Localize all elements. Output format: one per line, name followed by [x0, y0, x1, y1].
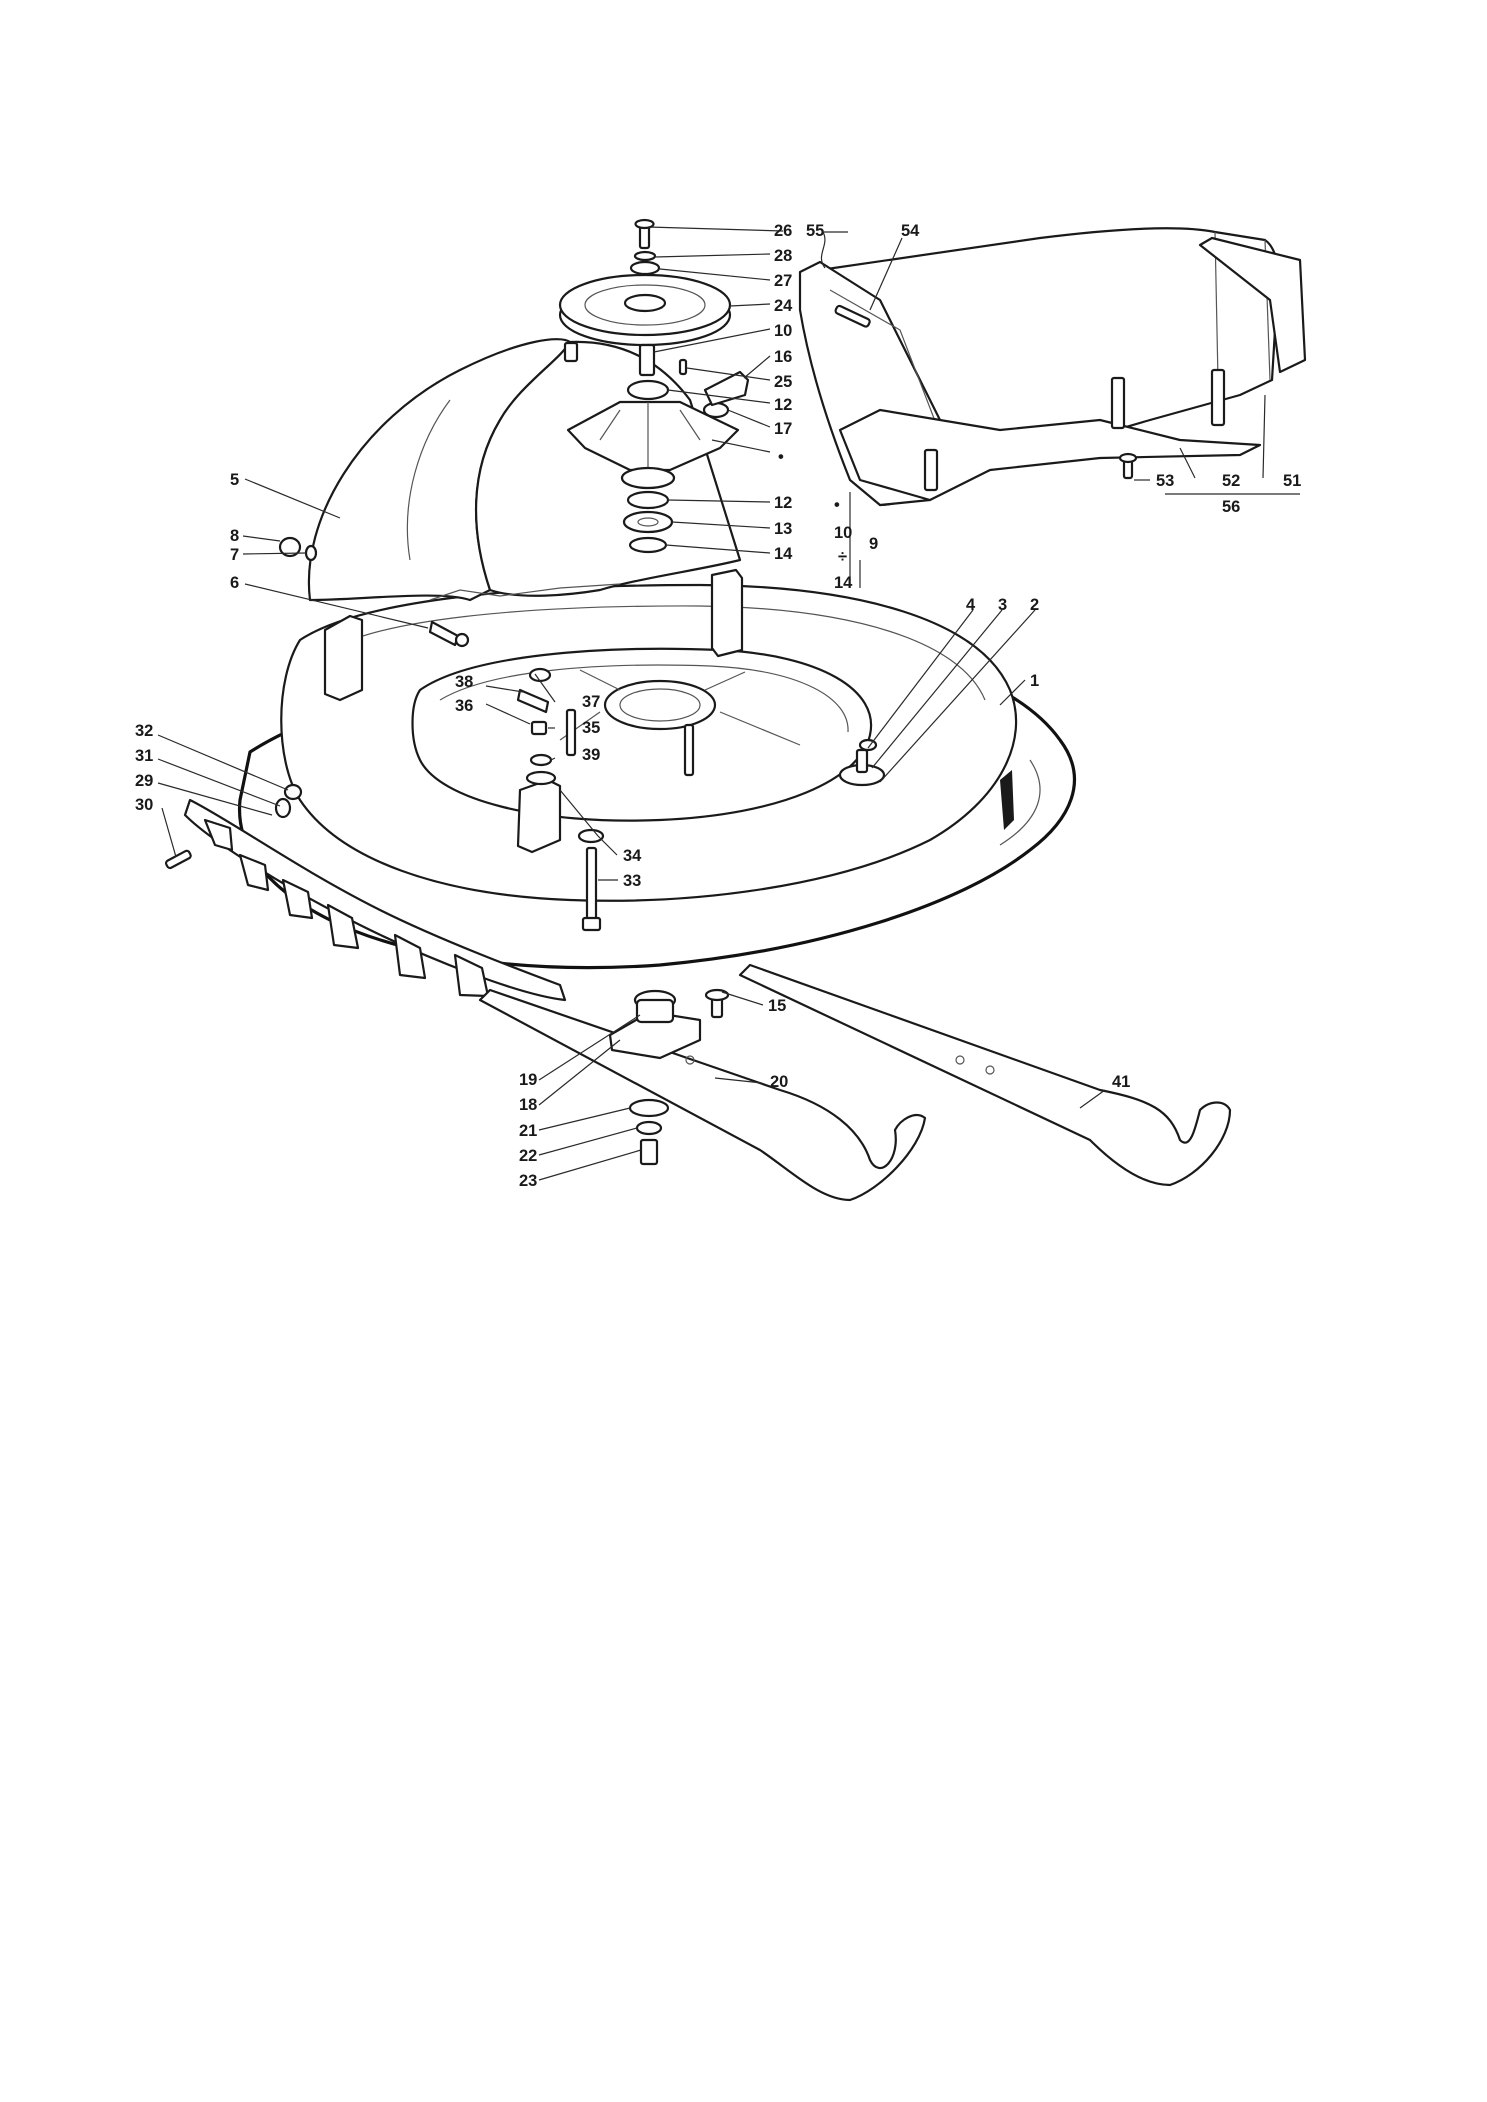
- label-36: 36: [455, 697, 473, 715]
- callout-labels: 26 28 27 24 10 16 25 12 17 • 12 13 14 5 …: [135, 222, 1301, 1190]
- label-17: 17: [774, 420, 792, 438]
- hardware-parts: [164, 667, 730, 1019]
- label-6: 6: [230, 574, 239, 592]
- label-10-top: 10: [774, 322, 792, 340]
- label-56: 56: [1222, 498, 1240, 516]
- label-54: 54: [901, 222, 920, 240]
- deck-housing: [237, 568, 1076, 970]
- label-51: 51: [1283, 472, 1301, 490]
- leader-lines: [157, 226, 1300, 1181]
- label-53: 53: [1156, 472, 1174, 490]
- label-9: 9: [869, 535, 878, 553]
- label-12-lower: 12: [774, 494, 792, 512]
- label-bullet-spindle: •: [778, 448, 784, 466]
- label-25: 25: [774, 373, 792, 391]
- blades: [478, 963, 1232, 1202]
- label-22: 22: [519, 1147, 537, 1165]
- label-35: 35: [582, 719, 600, 737]
- label-24: 24: [774, 297, 793, 315]
- label-10-kit: 10: [834, 524, 852, 542]
- spindle-assembly: [558, 218, 750, 554]
- label-21: 21: [519, 1122, 537, 1140]
- label-38: 38: [455, 673, 473, 691]
- label-52: 52: [1222, 472, 1240, 490]
- label-37: 37: [582, 693, 600, 711]
- label-34: 34: [623, 847, 642, 865]
- label-55: 55: [806, 222, 824, 240]
- front-guard: [183, 798, 567, 1002]
- label-41: 41: [1112, 1073, 1130, 1091]
- label-29: 29: [135, 772, 153, 790]
- label-19: 19: [519, 1071, 537, 1089]
- label-32: 32: [135, 722, 153, 740]
- label-33: 33: [623, 872, 641, 890]
- label-31: 31: [135, 747, 153, 765]
- label-23: 23: [519, 1172, 537, 1190]
- label-4: 4: [966, 596, 976, 614]
- label-13: 13: [774, 520, 792, 538]
- label-14-spindle: 14: [774, 545, 793, 563]
- discharge-chute: [798, 227, 1307, 507]
- label-5: 5: [230, 471, 239, 489]
- label-bullet-kit: •: [834, 496, 840, 514]
- label-16: 16: [774, 348, 792, 366]
- label-14-kit: 14: [834, 574, 853, 592]
- label-12-upper: 12: [774, 396, 792, 414]
- label-26: 26: [774, 222, 792, 240]
- label-27: 27: [774, 272, 792, 290]
- label-30: 30: [135, 796, 153, 814]
- label-3: 3: [998, 596, 1007, 614]
- label-2: 2: [1030, 596, 1039, 614]
- label-18: 18: [519, 1096, 537, 1114]
- label-15: 15: [768, 997, 786, 1015]
- nut-washer-parts: [278, 536, 318, 562]
- label-20: 20: [770, 1073, 788, 1091]
- label-28: 28: [774, 247, 792, 265]
- label-1: 1: [1030, 672, 1039, 690]
- label-39: 39: [582, 746, 600, 764]
- label-8: 8: [230, 527, 239, 545]
- label-7: 7: [230, 546, 239, 564]
- label-range-sign: ÷: [838, 548, 847, 566]
